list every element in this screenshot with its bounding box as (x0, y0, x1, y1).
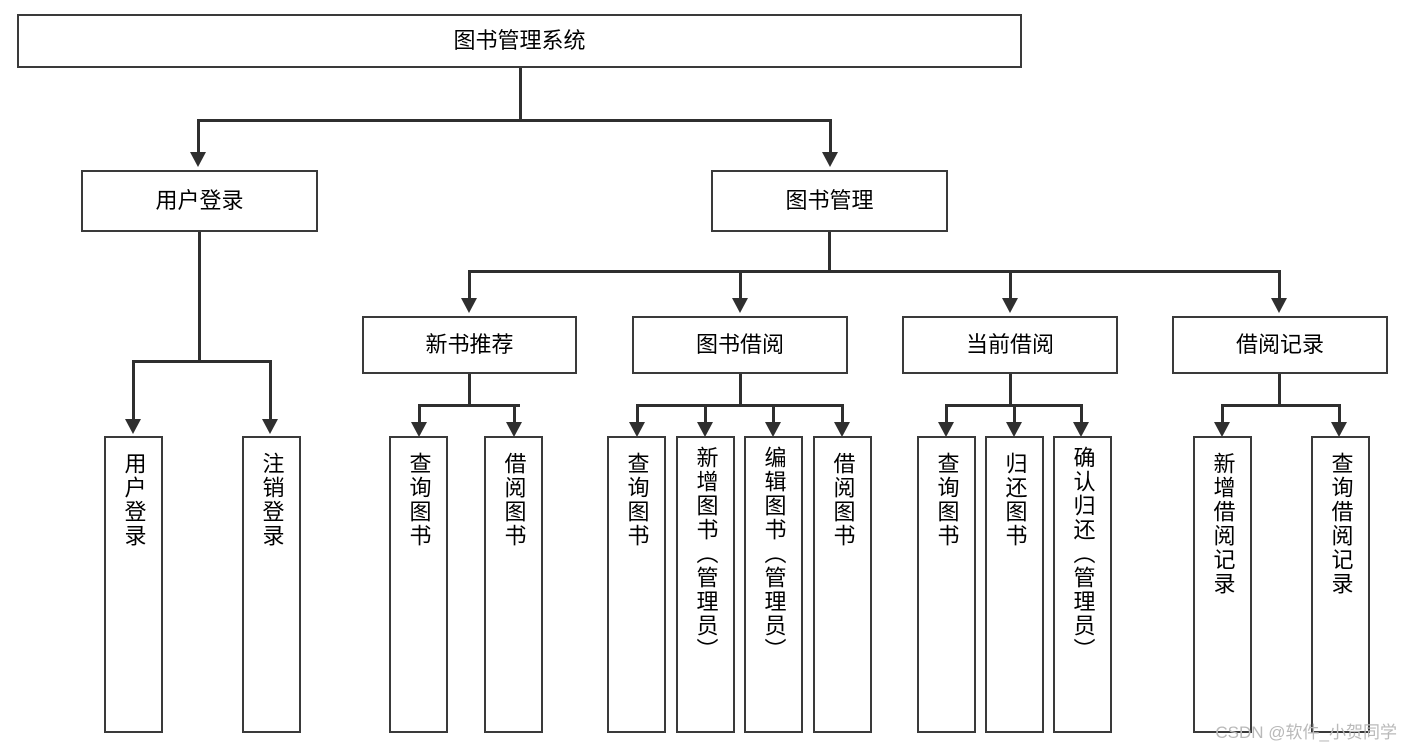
arrow-to-book-mgmt (822, 152, 838, 167)
connector-new-book-drop-1 (418, 404, 421, 426)
node-label: 注销登录 (259, 452, 285, 548)
node-root-system[interactable]: 图书管理系统 (17, 14, 1022, 68)
node-label: 用户登录 (155, 188, 244, 214)
arrow-to-leaf-logout (262, 419, 278, 434)
connector-book-mgmt-drop-1 (468, 270, 471, 302)
node-label: 图书管理 (785, 188, 874, 214)
connector-current-borrow-drop-1 (945, 404, 948, 426)
node-user-login[interactable]: 用户登录 (81, 170, 318, 232)
arrow-to-user-login (190, 152, 206, 167)
connector-book-borrow-drop-1 (636, 404, 639, 426)
node-label: 查询图书 (406, 452, 432, 548)
connector-user-login-drop-1 (132, 360, 135, 422)
connector-current-borrow-stem (1009, 374, 1012, 406)
connector-new-book-stem (468, 374, 471, 406)
node-book-borrow[interactable]: 图书借阅 (632, 316, 848, 374)
arrow-to-borrow-record (1271, 298, 1287, 313)
leaf-query-book-borrow[interactable]: 查询图书 (607, 436, 666, 733)
connector-book-borrow-bus (636, 404, 843, 407)
node-label: 新增图书（管理员） (693, 446, 719, 662)
arrow-to-leaf-confirm-return (1073, 422, 1089, 437)
node-label: 新书推荐 (425, 332, 514, 358)
arrow-to-leaf-add-record (1214, 422, 1230, 437)
connector-user-login-bus (132, 360, 270, 363)
node-label: 查询图书 (934, 452, 960, 548)
node-label: 当前借阅 (965, 332, 1054, 358)
node-borrow-record[interactable]: 借阅记录 (1172, 316, 1388, 374)
connector-book-mgmt-stem (828, 232, 831, 272)
connector-borrow-record-bus (1221, 404, 1340, 407)
node-book-management[interactable]: 图书管理 (711, 170, 948, 232)
connector-new-book-drop-2 (513, 404, 516, 426)
node-current-borrow[interactable]: 当前借阅 (902, 316, 1118, 374)
connector-root-to-user-login (197, 119, 200, 155)
node-label: 图书管理系统 (453, 28, 586, 54)
connector-new-book-bus (418, 404, 520, 407)
node-label: 确认归还（管理员） (1070, 446, 1096, 662)
leaf-logout[interactable]: 注销登录 (242, 436, 301, 733)
arrow-to-leaf-add-book (697, 422, 713, 437)
node-label: 借阅图书 (830, 452, 856, 548)
leaf-query-book-recommend[interactable]: 查询图书 (389, 436, 448, 733)
leaf-query-book-current[interactable]: 查询图书 (917, 436, 976, 733)
connector-root-bus (197, 119, 831, 122)
connector-current-borrow-drop-3 (1080, 404, 1083, 426)
arrow-to-leaf-query-record (1331, 422, 1347, 437)
leaf-user-login[interactable]: 用户登录 (104, 436, 163, 733)
connector-book-borrow-drop-4 (841, 404, 844, 426)
node-label: 新增借阅记录 (1210, 452, 1236, 596)
arrow-to-leaf-return-book (1006, 422, 1022, 437)
leaf-confirm-return-admin[interactable]: 确认归还（管理员） (1053, 436, 1112, 733)
connector-book-mgmt-drop-3 (1009, 270, 1012, 302)
arrow-to-leaf-borrow-book-1 (506, 422, 522, 437)
arrow-to-leaf-user-login (125, 419, 141, 434)
node-label: 图书借阅 (695, 332, 784, 358)
connector-book-mgmt-drop-2 (739, 270, 742, 302)
connector-root-to-book-mgmt (829, 119, 832, 155)
arrow-to-leaf-borrow-book-2 (834, 422, 850, 437)
node-label: 借阅记录 (1235, 332, 1324, 358)
connector-book-borrow-drop-3 (772, 404, 775, 426)
connector-borrow-record-drop-2 (1338, 404, 1341, 426)
connector-borrow-record-stem (1278, 374, 1281, 406)
arrow-to-book-borrow (732, 298, 748, 313)
connector-book-borrow-drop-2 (704, 404, 707, 426)
arrow-to-leaf-query-book-2 (629, 422, 645, 437)
connector-book-mgmt-bus (468, 270, 1280, 273)
leaf-edit-book-admin[interactable]: 编辑图书（管理员） (744, 436, 803, 733)
connector-book-mgmt-drop-4 (1278, 270, 1281, 302)
node-label: 归还图书 (1002, 452, 1028, 548)
node-new-book-recommend[interactable]: 新书推荐 (362, 316, 577, 374)
arrow-to-leaf-edit-book (765, 422, 781, 437)
connector-user-login-drop-2 (269, 360, 272, 422)
connector-current-borrow-drop-2 (1013, 404, 1016, 426)
leaf-return-book[interactable]: 归还图书 (985, 436, 1044, 733)
connector-user-login-stem (198, 232, 201, 362)
arrow-to-new-book-recommend (461, 298, 477, 313)
node-label: 查询借阅记录 (1328, 452, 1354, 596)
arrow-to-leaf-query-book-3 (938, 422, 954, 437)
leaf-borrow-book-recommend[interactable]: 借阅图书 (484, 436, 543, 733)
arrow-to-current-borrow (1002, 298, 1018, 313)
leaf-add-book-admin[interactable]: 新增图书（管理员） (676, 436, 735, 733)
node-label: 用户登录 (121, 452, 147, 548)
arrow-to-leaf-query-book-1 (411, 422, 427, 437)
leaf-borrow-book[interactable]: 借阅图书 (813, 436, 872, 733)
connector-borrow-record-drop-1 (1221, 404, 1224, 426)
leaf-add-borrow-record[interactable]: 新增借阅记录 (1193, 436, 1252, 733)
connector-root-stem (519, 68, 522, 120)
node-label: 借阅图书 (501, 452, 527, 548)
node-label: 查询图书 (624, 452, 650, 548)
leaf-query-borrow-record[interactable]: 查询借阅记录 (1311, 436, 1370, 733)
node-label: 编辑图书（管理员） (761, 446, 787, 662)
connector-book-borrow-stem (739, 374, 742, 406)
